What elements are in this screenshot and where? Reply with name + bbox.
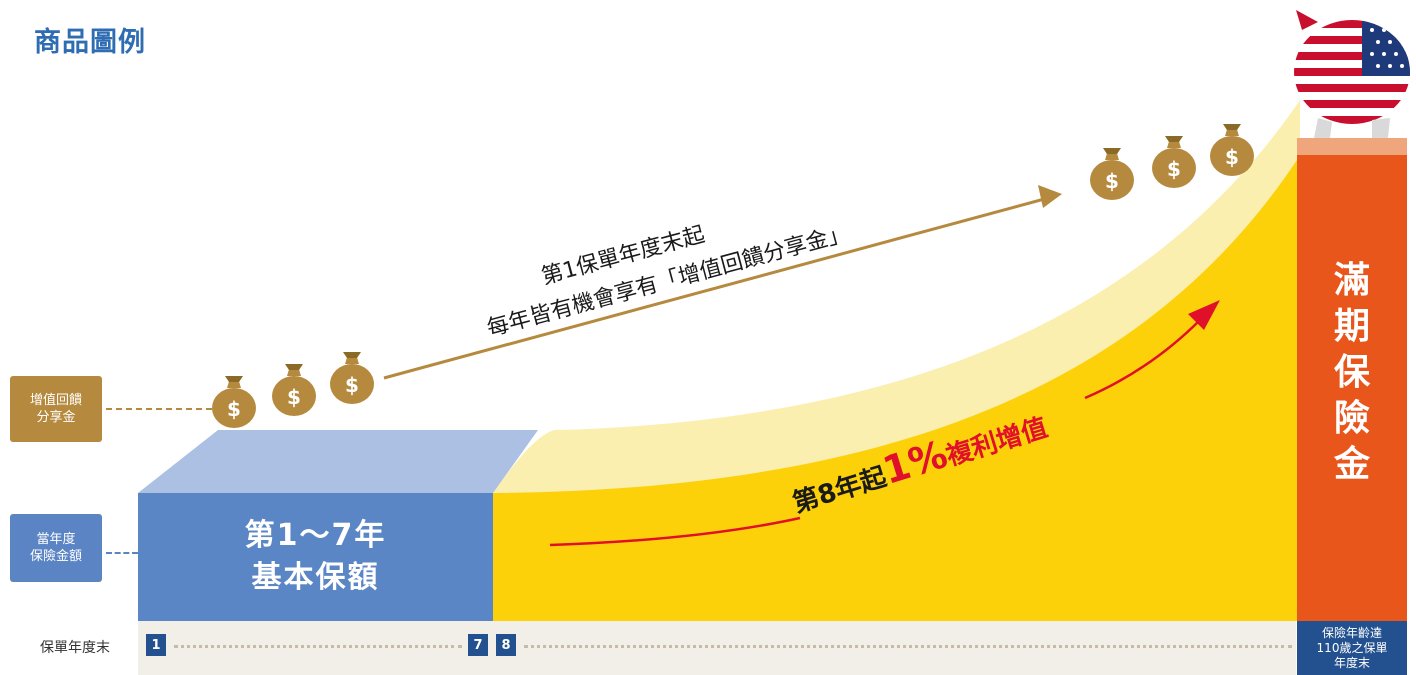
maturity-bar	[1297, 155, 1407, 621]
money-bag-icon: $	[1090, 148, 1134, 200]
maturity-char: 險	[1333, 398, 1370, 439]
svg-text:$: $	[227, 397, 241, 421]
bonus-label: 增值回饋 分享金	[10, 376, 102, 442]
svg-text:$: $	[1105, 169, 1119, 193]
money-bag-icon: $	[1152, 136, 1196, 188]
base-coverage-block: 第1～7年 基本保額	[138, 493, 493, 621]
timeline-year-8: 8	[496, 634, 516, 656]
bonus-label-line-2: 分享金	[36, 410, 76, 425]
base-block-top-face	[138, 430, 538, 493]
timeline-dots	[524, 645, 1292, 648]
money-bag-icon: $	[272, 364, 316, 416]
svg-text:$: $	[345, 373, 359, 397]
timeline-end-line-2: 110歲之保單	[1316, 640, 1388, 655]
bonus-label-line-1: 增值回饋	[29, 393, 82, 408]
timeline-end-label: 保險年齡達 110歲之保單 年度末	[1297, 621, 1407, 675]
growth-red-line-right	[1084, 319, 1201, 400]
svg-text:$: $	[1167, 157, 1181, 181]
sum-insured-connector	[106, 552, 138, 554]
timeline-end-line-3: 年度末	[1333, 655, 1370, 670]
timeline-year-1: 1	[146, 634, 166, 656]
money-bag-icon: $	[1210, 124, 1254, 176]
timeline-year-7: 7	[468, 634, 488, 656]
timeline-end-line-1: 保險年齡達	[1321, 625, 1382, 640]
base-block-line-1: 第1～7年	[244, 518, 387, 553]
svg-text:$: $	[1225, 145, 1239, 169]
sum-insured-label-line-1: 當年度	[36, 532, 76, 547]
timeline-track	[138, 621, 1296, 675]
bonus-label-connector	[106, 408, 212, 410]
money-bag-icon: $	[212, 376, 256, 428]
maturity-bar-top	[1297, 138, 1407, 156]
maturity-char: 金	[1333, 444, 1370, 485]
maturity-char: 保	[1333, 352, 1370, 393]
maturity-char: 期	[1333, 306, 1370, 347]
money-bag-icon: $	[330, 352, 374, 404]
growth-area	[493, 160, 1297, 621]
sum-insured-label-line-2: 保險金額	[29, 549, 82, 564]
maturity-label: 滿 期 保 險 金	[1297, 258, 1407, 488]
sum-insured-label: 當年度 保險金額	[10, 514, 102, 582]
timeline-dots	[174, 645, 462, 648]
svg-text:$: $	[287, 385, 301, 409]
growth-red-line-left	[549, 516, 801, 547]
piggy-bank-icon	[1294, 10, 1410, 138]
base-block-line-2: 基本保額	[251, 560, 380, 595]
timeline-label: 保單年度末	[40, 640, 110, 656]
growth-red-arrow-head	[1188, 300, 1220, 330]
page-title: 商品圖例	[34, 27, 146, 58]
bonus-arrow-head	[1038, 185, 1062, 208]
maturity-char: 滿	[1333, 260, 1370, 301]
bonus-arrow-line	[383, 196, 1049, 380]
